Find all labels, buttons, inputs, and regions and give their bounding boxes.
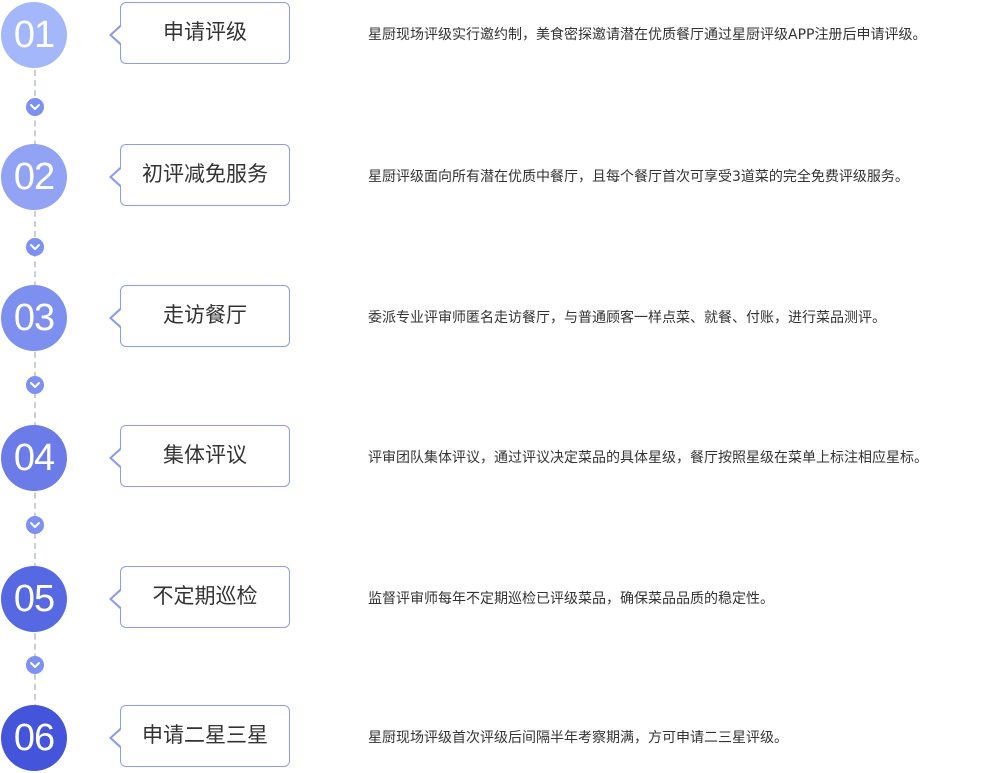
- step-number-circle: 02: [1, 144, 67, 210]
- step-title-box: 不定期巡检: [109, 566, 290, 628]
- step-description: 监督评审师每年不定期巡检已评级菜品，确保菜品品质的稳定性。: [368, 591, 774, 607]
- chevron-down-icon: [26, 656, 44, 674]
- step-number-circle: 04: [1, 425, 67, 491]
- step-number-circle: 03: [1, 285, 67, 351]
- step-title-box: 走访餐厅: [109, 285, 290, 347]
- step-4: 04 集体评议 评审团队集体评议，通过评议决定菜品的具体星级，餐厅按照星级在菜单…: [0, 423, 999, 493]
- chevron-down-icon: [26, 98, 44, 116]
- step-3: 03 走访餐厅 委派专业评审师匿名走访餐厅，与普通顾客一样点菜、就餐、付账，进行…: [0, 283, 999, 353]
- step-description: 星厨现场评级实行邀约制，美食密探邀请潜在优质餐厅通过星厨评级APP注册后申请评级…: [368, 27, 927, 43]
- step-title-box: 集体评议: [109, 425, 290, 487]
- step-description: 评审团队集体评议，通过评议决定菜品的具体星级，餐厅按照星级在菜单上标注相应星标。: [368, 450, 928, 466]
- step-title-box: 初评减免服务: [109, 144, 290, 206]
- step-title-box: 申请二星三星: [109, 705, 290, 767]
- step-description: 委派专业评审师匿名走访餐厅，与普通顾客一样点菜、就餐、付账，进行菜品测评。: [368, 310, 886, 326]
- step-number-circle: 01: [1, 2, 67, 68]
- step-description: 星厨现场评级首次评级后间隔半年考察期满，方可申请二三星评级。: [368, 730, 788, 746]
- step-description: 星厨评级面向所有潜在优质中餐厅，且每个餐厅首次可享受3道菜的完全免费评级服务。: [368, 169, 909, 185]
- step-title-box: 申请评级: [109, 2, 290, 64]
- chevron-down-icon: [26, 376, 44, 394]
- chevron-down-icon: [26, 516, 44, 534]
- step-1: 01 申请评级 星厨现场评级实行邀约制，美食密探邀请潜在优质餐厅通过星厨评级AP…: [0, 0, 999, 70]
- step-number-circle: 05: [1, 566, 67, 632]
- step-5: 05 不定期巡检 监督评审师每年不定期巡检已评级菜品，确保菜品品质的稳定性。: [0, 564, 999, 634]
- chevron-down-icon: [26, 238, 44, 256]
- step-2: 02 初评减免服务 星厨评级面向所有潜在优质中餐厅，且每个餐厅首次可享受3道菜的…: [0, 142, 999, 212]
- step-number-circle: 06: [1, 705, 67, 771]
- step-6: 06 申请二星三星 星厨现场评级首次评级后间隔半年考察期满，方可申请二三星评级。: [0, 703, 999, 773]
